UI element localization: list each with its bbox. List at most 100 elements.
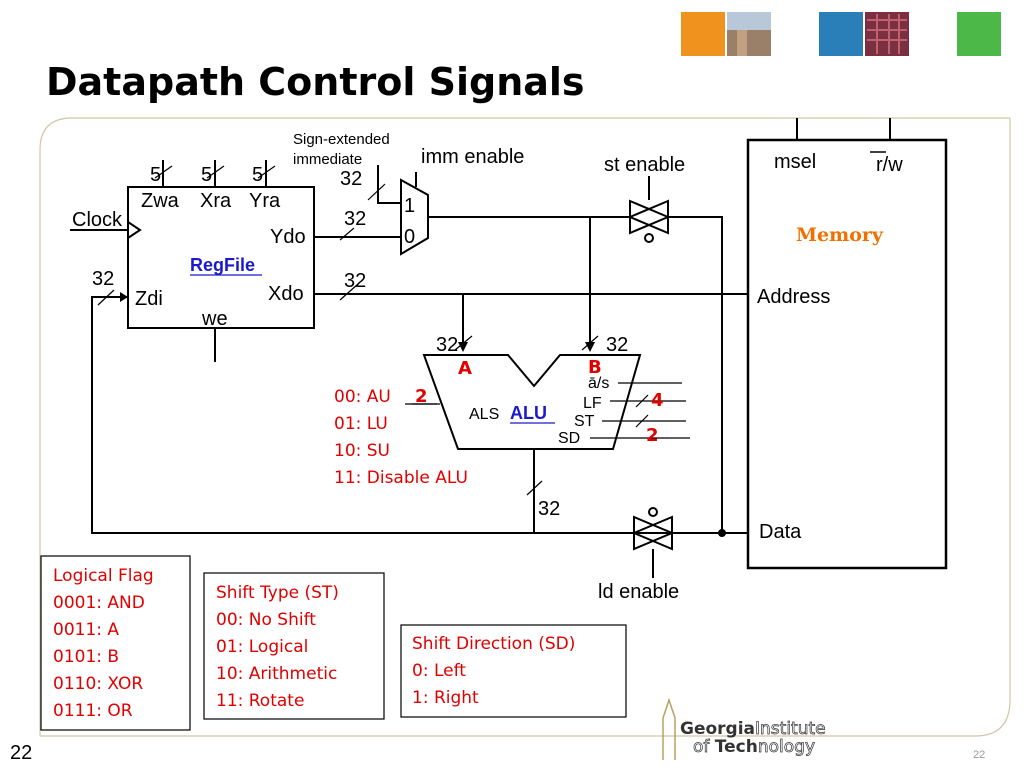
legend-logical-flag: Logical Flag 0001: AND 0011: A 0101: B 0…	[40, 555, 191, 731]
ld-enable-label: ld enable	[598, 581, 679, 603]
port-zdi: Zdi	[135, 288, 163, 310]
logo-text: of	[693, 737, 715, 757]
regfile-label: RegFile	[190, 255, 255, 275]
lf-bits: 4	[651, 390, 664, 411]
imm-slash	[367, 183, 386, 201]
ydo-width: 32	[344, 208, 366, 230]
rw-label: r/w	[876, 154, 903, 176]
mux-input-1: 1	[404, 195, 415, 217]
zwa-width: 5	[150, 164, 161, 186]
mux-out-wire	[428, 216, 591, 350]
legend-sd-item: 0: Left	[412, 661, 466, 681]
als-code-2: 10: SU	[334, 441, 390, 461]
blue-square	[819, 12, 863, 56]
orange-square	[681, 12, 725, 56]
legend-st-title: Shift Type (ST)	[216, 583, 339, 603]
address-label: Address	[757, 286, 830, 308]
legend-lf-item: 0111: OR	[53, 701, 133, 721]
st-buffer-bubble	[644, 233, 654, 243]
alu-input-a: A	[458, 358, 472, 379]
legend-st-item: 00: No Shift	[216, 610, 316, 630]
lf-slash	[635, 394, 649, 408]
st-buffer-right	[629, 199, 671, 235]
st-out-wire	[668, 216, 723, 533]
green-square	[957, 12, 1001, 56]
chip-lines	[867, 14, 907, 54]
legend-st-item: 01: Logical	[216, 637, 308, 657]
legend-lf-box	[40, 555, 191, 731]
photo-sky	[727, 12, 771, 30]
legend-shift-direction: Shift Direction (SD) 0: Left 1: Right	[400, 624, 627, 718]
xra-width: 5	[201, 164, 212, 186]
memory-label: Memory	[796, 224, 884, 246]
legend-st-item: 11: Rotate	[216, 691, 304, 711]
zwa-slash	[154, 165, 173, 179]
alu-label: ALU	[510, 403, 547, 423]
svg-text:GeorgiaInstitute: GeorgiaInstitute	[680, 719, 826, 739]
sd-signal: SD	[558, 430, 580, 447]
st-buffer-left	[627, 199, 669, 235]
ydo-slash	[339, 227, 355, 241]
legend-lf-item: 0110: XOR	[53, 674, 143, 694]
ld-buffer-left	[631, 515, 673, 551]
imm-enable-label: imm enable	[421, 146, 524, 168]
b-width: 32	[606, 334, 628, 356]
mux-shape	[400, 178, 429, 256]
zdi-slash	[97, 289, 115, 306]
yra-width: 5	[252, 164, 263, 186]
sign-ext-line1: Sign-extended	[293, 131, 390, 148]
legend-st-box	[203, 572, 385, 720]
xdo-slash	[339, 283, 359, 301]
frame-right-bottom	[40, 118, 1011, 737]
alu-out-slash	[526, 480, 543, 496]
als-code-1: 01: LU	[334, 414, 388, 434]
page-number: 22	[10, 742, 32, 764]
port-we: we	[201, 308, 228, 330]
als-bits: 2	[415, 386, 428, 407]
legend-lf-title: Logical Flag	[53, 566, 154, 586]
data-label: Data	[759, 521, 802, 543]
als-code-0: 00: AU	[334, 387, 391, 407]
st-bits: 2	[646, 425, 659, 446]
chip-photo	[865, 12, 909, 56]
header-decoration	[681, 12, 1001, 56]
georgia-tech-logo: GeorgiaInstitute of Technology	[662, 697, 826, 760]
zdi-bus	[91, 296, 756, 534]
page-number-small: 22	[973, 749, 985, 761]
slide-title: Datapath Control Signals	[46, 60, 585, 104]
b-slash	[581, 335, 599, 351]
legend-lf-item: 0011: A	[53, 620, 119, 640]
zdi-width: 32	[92, 268, 114, 290]
a-arrow	[458, 342, 468, 352]
imm-width: 32	[340, 168, 362, 190]
as-signal: ā/s	[588, 375, 609, 392]
logo-text: Tech	[715, 737, 758, 757]
xra-slash	[206, 165, 225, 179]
st-enable-label: st enable	[604, 154, 685, 176]
legend-st-item: 10: Arithmetic	[216, 664, 337, 684]
legend-lf-item: 0101: B	[53, 647, 119, 667]
port-xdo: Xdo	[268, 283, 304, 305]
imm-wire	[377, 165, 401, 204]
alu-shape	[422, 354, 642, 450]
msel-label: msel	[774, 151, 816, 173]
st-signal: ST	[574, 413, 595, 430]
xdo-width: 32	[344, 270, 366, 292]
a-slash	[454, 335, 473, 351]
als-label: ALS	[469, 406, 499, 423]
mux-input-0: 0	[404, 226, 415, 248]
clock-label: Clock	[72, 209, 123, 231]
junction-dot	[718, 529, 726, 537]
legend-sd-item: 1: Right	[412, 688, 479, 708]
legend-shift-type: Shift Type (ST) 00: No Shift 01: Logical…	[203, 572, 385, 720]
legend-sd-title: Shift Direction (SD)	[412, 634, 575, 654]
frame-top	[39, 117, 1010, 151]
als-code-3: 11: Disable ALU	[334, 468, 468, 488]
zdi-arrow	[120, 292, 128, 302]
clock-triangle	[127, 221, 142, 239]
logo-text: Institute	[755, 719, 826, 739]
svg-text:of Technology: of Technology	[693, 737, 815, 757]
regfile-box	[127, 186, 315, 329]
legend-sd-box	[400, 624, 627, 718]
